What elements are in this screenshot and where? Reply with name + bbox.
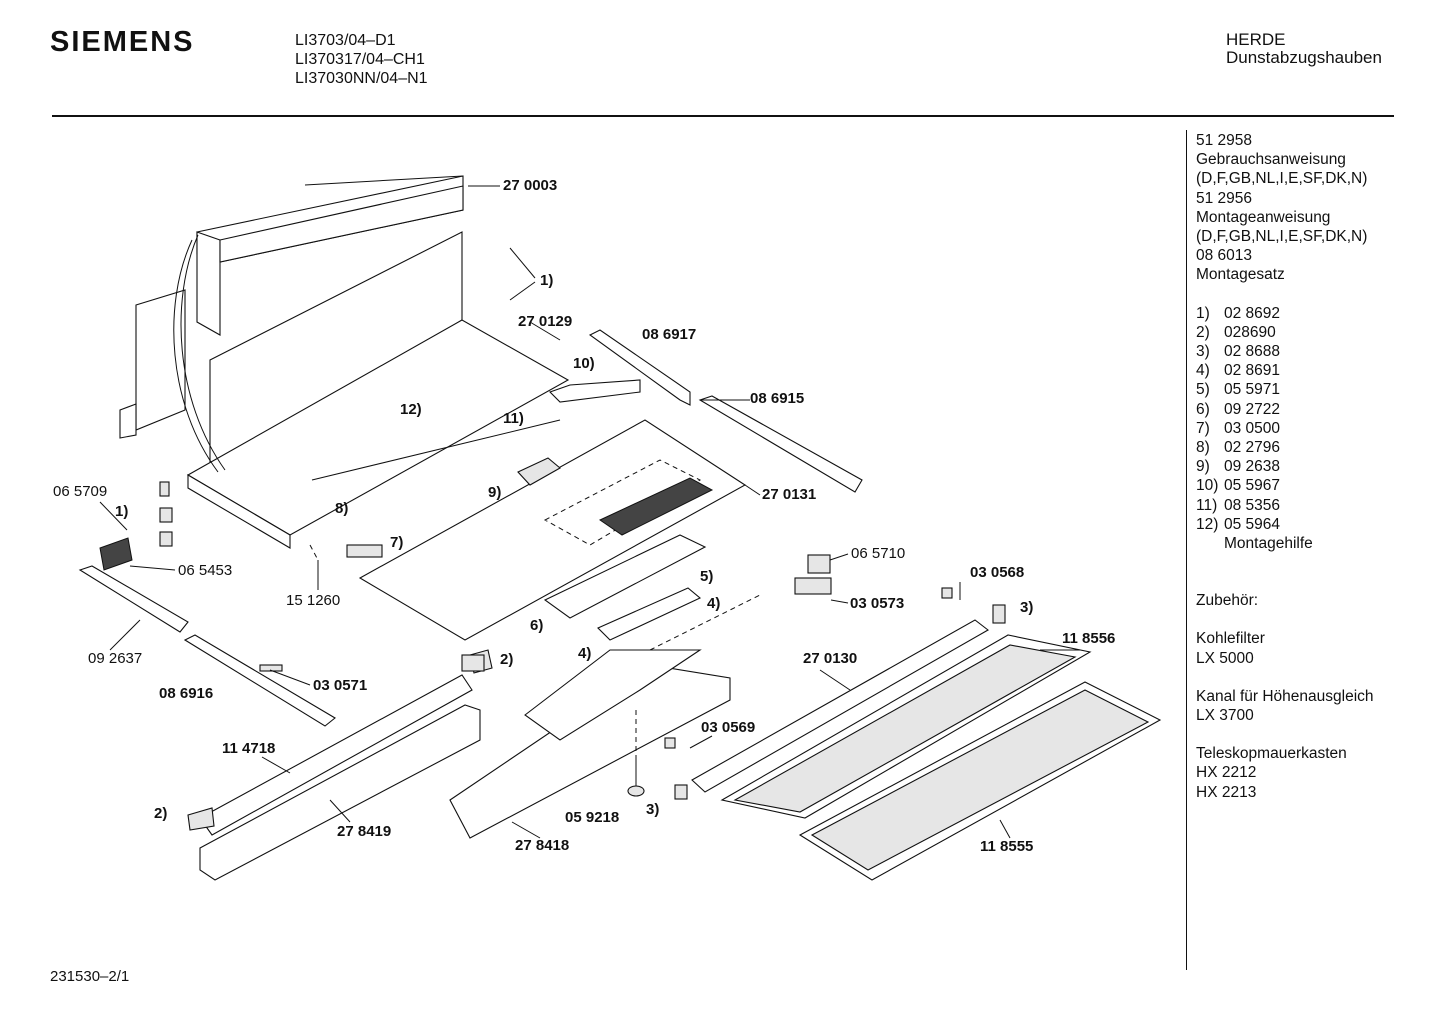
part-grease-filter-upper (720, 634, 1092, 819)
key-label: 3) (1020, 599, 1033, 616)
part-label: 06 5709 (53, 483, 107, 500)
parts-sidebar: 51 2958 Gebrauchsanweisung (D,F,GB,NL,I,… (1196, 131, 1374, 802)
part-label: 08 6915 (750, 390, 804, 407)
accessory-code: HX 2213 (1196, 783, 1257, 801)
key-label: 1) (115, 503, 128, 520)
part-label: 27 0003 (503, 177, 557, 194)
doc-title: Montagesatz (1196, 266, 1285, 284)
doc-number: 51 2958 (1196, 132, 1253, 149)
model-number: LI37030NN/04–N1 (295, 70, 428, 87)
key-label: 5) (700, 568, 713, 585)
part-label: 15 1260 (286, 592, 340, 609)
category-block: HERDE Dunstabzugshauben (1226, 31, 1382, 67)
part-label: 08 6916 (159, 685, 213, 702)
model-list: LI3703/04–D1 LI370317/04–CH1 LI37030NN/0… (295, 31, 428, 88)
small-part-row: 9)09 2638 (1196, 458, 1281, 476)
accessory-code: LX 3700 (1196, 707, 1254, 725)
part-switch-box (517, 457, 561, 486)
part-grease-filter-lower (798, 681, 1162, 881)
key-label: 8) (335, 500, 348, 517)
small-part-row: 6)09 2722 (1196, 400, 1281, 418)
part-label: 03 0568 (970, 564, 1024, 581)
accessory-code: HX 2212 (1196, 764, 1257, 782)
part-control-board (543, 534, 707, 641)
model-number: LI370317/04–CH1 (295, 51, 425, 68)
doc-number: 08 6013 (1196, 247, 1253, 265)
part-label: 11 8556 (1062, 630, 1115, 647)
small-part-row: 12)05 5964 (1196, 515, 1281, 533)
accessory-code: LX 5000 (1196, 649, 1254, 667)
key-label: 1) (540, 272, 553, 289)
category: HERDE (1226, 30, 1286, 49)
key-label: 4) (707, 595, 720, 612)
key-label: 12) (400, 401, 422, 418)
part-rail-bottom (183, 634, 336, 727)
part-lamp-tube (187, 649, 493, 836)
part-rail-left (78, 565, 189, 633)
part-label: 03 0569 (701, 719, 755, 736)
key-label: 2) (500, 651, 513, 668)
part-label: 06 5453 (178, 562, 232, 579)
part-small-clips (259, 544, 1006, 800)
part-label: 05 9218 (565, 809, 619, 826)
key-label: 3) (646, 801, 659, 818)
sidebar-divider (1186, 130, 1187, 970)
doc-languages: (D,F,GB,NL,I,E,SF,DK,N) (1196, 228, 1368, 246)
part-label: 27 0130 (803, 650, 857, 667)
brand-logo: SIEMENS (50, 26, 195, 58)
part-label: 27 8418 (515, 837, 569, 854)
small-part-row: 8)02 2796 (1196, 439, 1281, 457)
doc-number: 51 2956 (1196, 189, 1253, 207)
small-part-row: 2)028690 (1196, 323, 1276, 341)
part-label: 03 0573 (850, 595, 904, 612)
accessory-name: Kanal für Höhenausgleich (1196, 687, 1374, 705)
doc-title: Montageanweisung (1196, 208, 1331, 226)
small-part-row: 11)08 5356 (1196, 496, 1281, 514)
subcategory: Dunstabzugshauben (1226, 48, 1382, 67)
accessory-name: Teleskopmauerkasten (1196, 745, 1347, 763)
accessories-title: Zubehör: (1196, 592, 1259, 610)
small-part-row: 1)02 8692 (1196, 304, 1281, 322)
part-label: 27 8419 (337, 823, 391, 840)
small-part-row: 4)02 8691 (1196, 362, 1281, 380)
small-part-row: 5)05 5971 (1196, 381, 1281, 399)
key-label: 7) (390, 534, 403, 551)
part-label: 09 2637 (88, 650, 142, 667)
model-number: LI3703/04–D1 (295, 32, 396, 49)
key-label: 2) (154, 805, 167, 822)
doc-languages: (D,F,GB,NL,I,E,SF,DK,N) (1196, 170, 1368, 188)
part-left-switch (99, 481, 173, 571)
key-label: 11) (503, 410, 524, 427)
part-label: 08 6917 (642, 326, 696, 343)
small-part-row: 10)05 5967 (1196, 477, 1281, 495)
key-label: 10) (573, 355, 595, 372)
key-label: 6) (530, 617, 543, 634)
exploded-view-diagram: 27 0003 27 0129 08 6917 08 6915 27 0131 … (53, 175, 1162, 881)
part-filter-frame (691, 619, 989, 793)
drawing-code: 231530–2/1 (50, 968, 130, 985)
key-label: 9) (488, 484, 501, 501)
header-divider (52, 115, 1394, 117)
part-label: 27 0131 (762, 486, 816, 503)
accessory-name: Kohlefilter (1196, 630, 1265, 648)
part-frame-panel (119, 231, 570, 549)
part-profile-strip (199, 704, 481, 881)
small-part-note: Montagehilfe (1224, 535, 1313, 553)
key-label: 4) (578, 645, 591, 662)
small-part-row: 3)02 8688 (1196, 343, 1281, 361)
leader-lines (99, 185, 1080, 839)
small-part-row: 7)03 0500 (1196, 419, 1281, 437)
part-side-rails (548, 329, 863, 493)
part-label: 27 0129 (518, 313, 572, 330)
part-label: 03 0571 (313, 677, 367, 694)
doc-title: Gebrauchsanweisung (1196, 151, 1346, 169)
part-bottom-frame (449, 649, 731, 839)
part-back-cover (196, 175, 464, 336)
part-label: 06 5710 (851, 545, 905, 562)
part-tray (311, 419, 747, 641)
part-label: 11 4718 (222, 740, 275, 757)
part-label: 11 8555 (980, 838, 1033, 855)
